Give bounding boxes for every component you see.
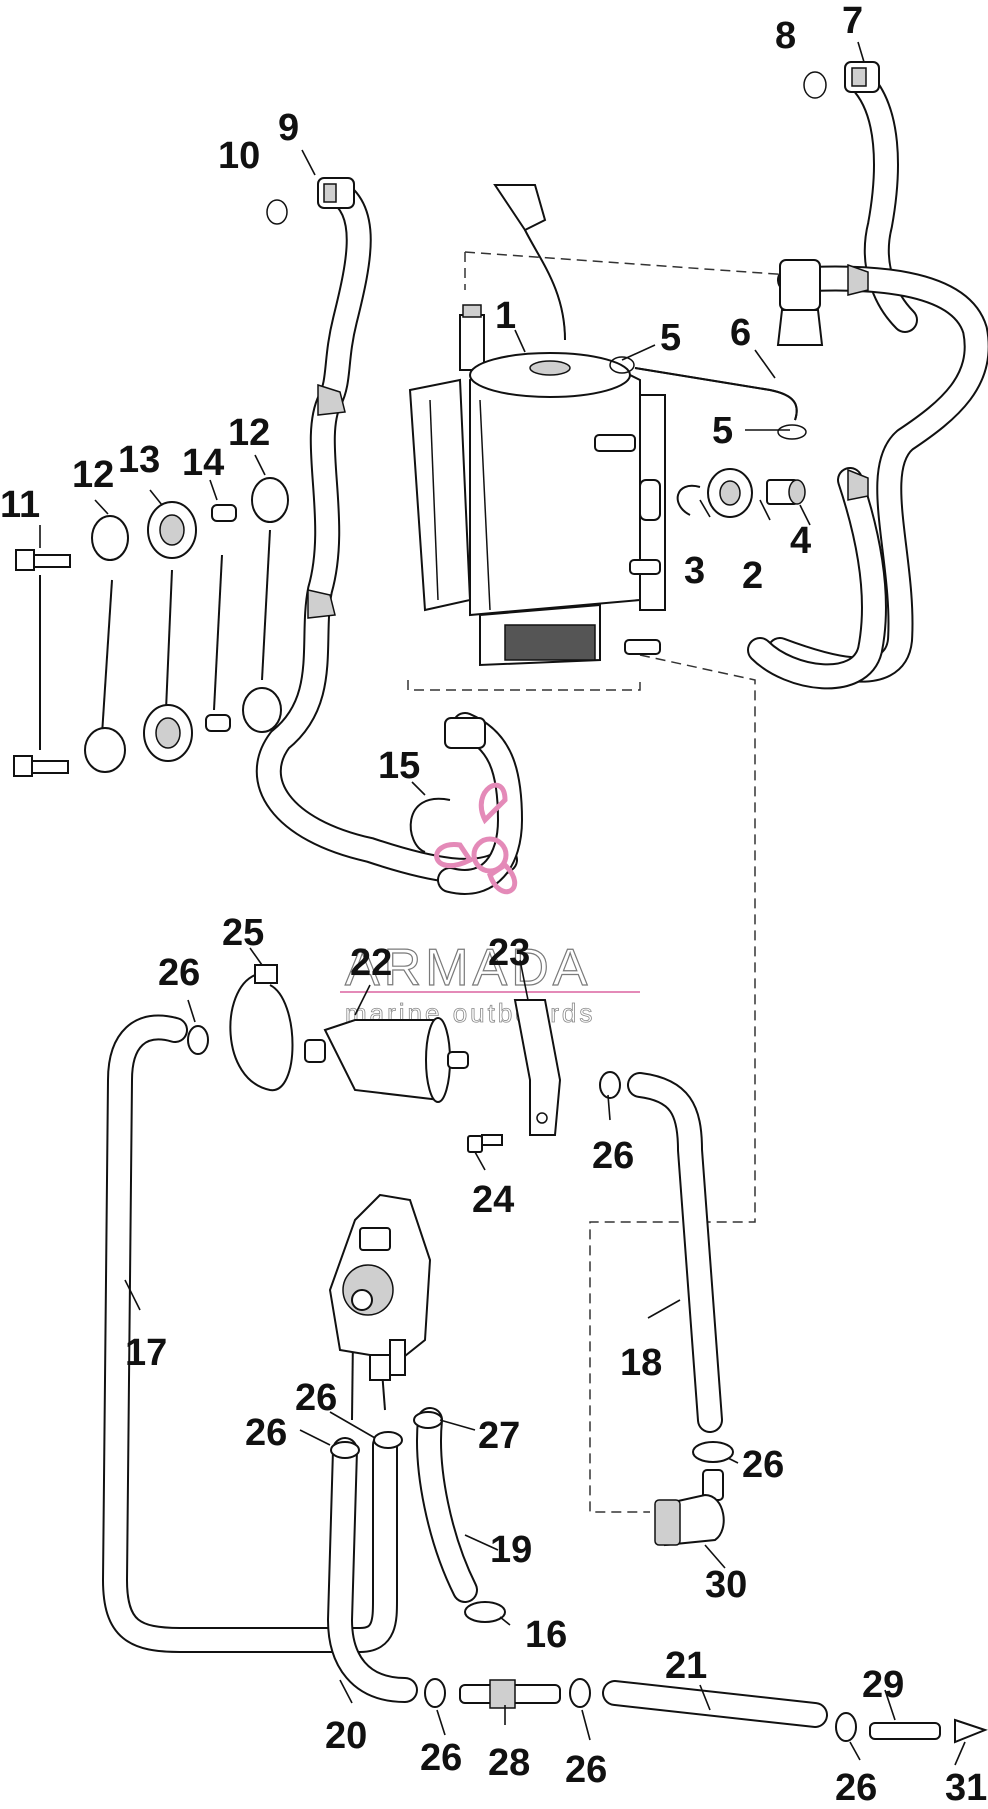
callout-26-e: 26 bbox=[420, 1737, 462, 1779]
fuel-hose-9 bbox=[255, 177, 523, 895]
callout-5-lower: 5 bbox=[712, 410, 733, 452]
fitting-4 bbox=[766, 479, 806, 505]
callout-6: 6 bbox=[730, 312, 751, 354]
washer-12-right-upper bbox=[251, 477, 289, 523]
vapor-separator-assembly-1 bbox=[408, 184, 666, 667]
hose-clamp-27 bbox=[413, 1411, 443, 1429]
grommet-2 bbox=[707, 468, 753, 518]
callout-24: 24 bbox=[472, 1179, 514, 1221]
callout-3: 3 bbox=[684, 550, 705, 592]
callout-15: 15 bbox=[378, 745, 420, 787]
callout-4: 4 bbox=[790, 520, 811, 562]
sleeve-14-lower bbox=[205, 714, 231, 732]
filter-bracket-23 bbox=[513, 999, 562, 1136]
fuel-pump bbox=[328, 1193, 432, 1381]
callout-26-f: 26 bbox=[565, 1749, 607, 1791]
retaining-ring-3 bbox=[676, 484, 701, 516]
callout-29: 29 bbox=[862, 1664, 904, 1706]
callout-11: 11 bbox=[0, 484, 40, 526]
callout-25: 25 bbox=[222, 912, 264, 954]
hose-clamp-26-f bbox=[569, 1678, 591, 1708]
hose-clamp-26-h bbox=[692, 1441, 734, 1463]
callout-2: 2 bbox=[742, 555, 763, 597]
callout-12-left: 12 bbox=[72, 454, 114, 496]
screw-24 bbox=[467, 1134, 503, 1153]
bolt-11-upper bbox=[15, 549, 71, 571]
washer-12-right-lower bbox=[242, 687, 282, 733]
callout-17: 17 bbox=[125, 1332, 167, 1374]
callout-7: 7 bbox=[842, 0, 863, 42]
fuel-hose-18 bbox=[627, 1072, 723, 1433]
vent-hose-6 bbox=[634, 367, 798, 421]
callout-21: 21 bbox=[665, 1645, 707, 1687]
fuel-cap-31 bbox=[954, 1718, 988, 1744]
callout-20: 20 bbox=[325, 1715, 367, 1757]
callout-12-right: 12 bbox=[228, 412, 270, 454]
callout-13: 13 bbox=[118, 439, 160, 481]
hose-clamp-26-c bbox=[330, 1441, 360, 1459]
fuel-filter-22 bbox=[304, 1017, 469, 1103]
callout-30: 30 bbox=[705, 1564, 747, 1606]
hose-clamp-26-e bbox=[424, 1678, 446, 1708]
hose-clamp-16 bbox=[464, 1601, 506, 1623]
grommet-13-lower bbox=[143, 704, 193, 762]
filter-strap-25 bbox=[229, 964, 294, 1092]
callout-5-upper: 5 bbox=[660, 317, 681, 359]
callout-1: 1 bbox=[495, 295, 516, 337]
callout-19: 19 bbox=[490, 1529, 532, 1571]
bolt-11-lower bbox=[13, 755, 69, 777]
callout-9: 9 bbox=[278, 107, 299, 149]
callout-28: 28 bbox=[488, 1742, 530, 1784]
callout-23: 23 bbox=[488, 932, 530, 974]
hose-clamp-26-g bbox=[835, 1712, 857, 1742]
callout-26-h: 26 bbox=[742, 1444, 784, 1486]
washer-12-left-upper bbox=[91, 515, 129, 561]
callout-22: 22 bbox=[350, 942, 392, 984]
hose-clamp-5-lower bbox=[777, 424, 807, 440]
fuel-hose-7 bbox=[747, 61, 988, 690]
callout-14: 14 bbox=[182, 442, 224, 484]
callout-27: 27 bbox=[478, 1415, 520, 1457]
callout-10: 10 bbox=[218, 135, 260, 177]
callout-26-d: 26 bbox=[245, 1412, 287, 1454]
armada-watermark: ARMADA marine outboards bbox=[340, 782, 640, 1028]
elbow-fitting-30 bbox=[654, 1469, 725, 1547]
callout-leader-lines bbox=[39, 41, 966, 1766]
hose-clamp-26-a bbox=[187, 1025, 209, 1055]
callout-26-c: 26 bbox=[295, 1377, 337, 1419]
fuel-hose-20 bbox=[327, 1437, 418, 1703]
hose-clamp-5-upper bbox=[609, 356, 635, 374]
fuel-hose-19 bbox=[416, 1407, 478, 1603]
fitting-29 bbox=[869, 1722, 941, 1740]
o-ring-8 bbox=[803, 71, 827, 99]
callout-26-a: 26 bbox=[158, 952, 200, 994]
hose-clamp-26-d bbox=[373, 1431, 403, 1449]
callout-8: 8 bbox=[775, 15, 796, 57]
fuel-hose-17 bbox=[102, 1014, 398, 1653]
callout-31: 31 bbox=[945, 1767, 987, 1809]
grommet-13-upper bbox=[147, 501, 197, 559]
washer-12-left-lower bbox=[84, 727, 126, 773]
fuel-connector-28 bbox=[459, 1679, 561, 1709]
hose-clamp-26-b bbox=[599, 1071, 621, 1099]
callout-26-g: 26 bbox=[835, 1767, 877, 1809]
assembly-guide-lines bbox=[39, 251, 791, 1513]
watermark-title: ARMADA bbox=[345, 939, 591, 997]
fuel-hose-21 bbox=[602, 1680, 828, 1728]
sleeve-14-upper bbox=[211, 504, 237, 522]
hose-clamp-15 bbox=[409, 797, 451, 853]
callout-18: 18 bbox=[620, 1342, 662, 1384]
o-ring-10 bbox=[266, 199, 288, 225]
callout-16: 16 bbox=[525, 1614, 567, 1656]
callout-26-b: 26 bbox=[592, 1135, 634, 1177]
